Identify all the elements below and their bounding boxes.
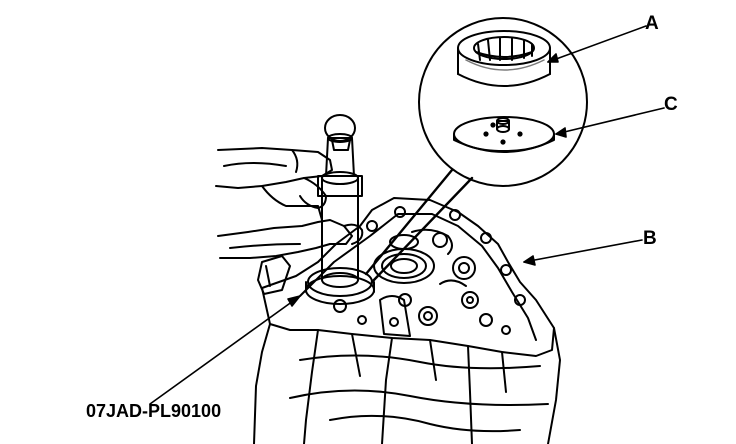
tool-part-number-label: 07JAD-PL90100: [86, 401, 222, 421]
roller-bearing-part-a: [457, 30, 551, 87]
callout-label-c: C: [664, 94, 678, 115]
callout-label-b: B: [643, 228, 657, 249]
detail-magnifier: [364, 17, 588, 284]
hands: [215, 147, 364, 259]
callout-leaders: [149, 25, 665, 405]
callout-label-a: A: [645, 13, 659, 34]
transmission-housing: [253, 197, 561, 444]
thrust-plate-part-c: [453, 116, 555, 153]
driver-tool: [305, 114, 375, 305]
